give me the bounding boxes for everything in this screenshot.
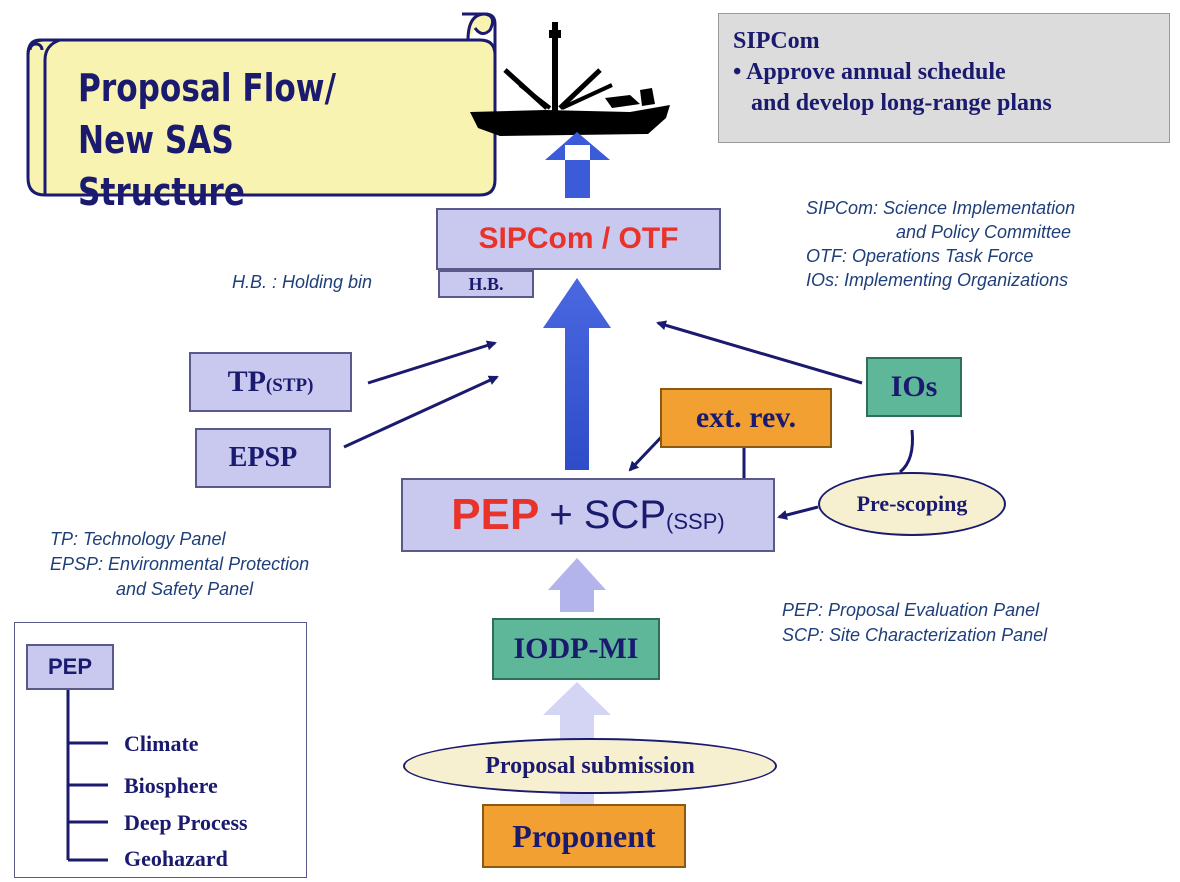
connector-arrows	[343, 320, 914, 520]
pep-def: PEP: Proposal Evaluation Panel	[782, 600, 1040, 620]
proposal-submission-label: Proposal submission	[485, 752, 695, 779]
tp-label: TP	[227, 365, 266, 398]
epsp-def-line-1: EPSP: Environmental Protection	[50, 554, 310, 574]
pep-tree-panel	[14, 622, 307, 878]
title-scroll	[26, 12, 497, 197]
tp-def: TP: Technology Panel	[50, 529, 226, 549]
tp-box[interactable]: TP (STP)	[189, 352, 352, 412]
sipcom-panel-bullet-2: and develop long-range plans	[751, 90, 1052, 116]
sipcom-otf-box[interactable]: SIPCom / OTF	[436, 208, 721, 270]
sipcom-def-line-1: SIPCom: Science Implementation	[806, 198, 1076, 218]
pep-tree-child-deep-process: Deep Process	[124, 810, 248, 835]
pep-tree-child-geohazard: Geohazard	[124, 846, 228, 871]
external-review-label: ext. rev.	[695, 401, 797, 434]
scp-def: SCP: Site Characterization Panel	[782, 625, 1048, 645]
definitions-lower-right: PEP: Proposal Evaluation Panel SCP: Site…	[782, 598, 1047, 648]
ios-box[interactable]: IOs	[866, 357, 962, 417]
page-title: Proposal Flow/ New SAS Structure	[78, 62, 478, 218]
iodp-mi-box[interactable]: IODP-MI	[492, 618, 660, 680]
epsp-box[interactable]: EPSP	[195, 428, 331, 488]
pep-tree-root[interactable]: PEP	[26, 644, 114, 690]
ios-label: IOs	[890, 370, 938, 403]
plus-scp-label: + SCP	[549, 492, 667, 537]
holding-bin-box[interactable]: H.B.	[438, 270, 534, 298]
pep-tree-child-biosphere: Biosphere	[124, 773, 218, 798]
ios-def: IOs: Implementing Organizations	[806, 270, 1069, 290]
pre-scoping-label: Pre-scoping	[856, 491, 968, 516]
ship-icon	[470, 22, 670, 136]
pep-tree-lines	[66, 690, 108, 862]
hb-note: H.B. : Holding bin	[232, 272, 373, 292]
epsp-label: EPSP	[228, 442, 298, 473]
pep-tree-child-climate: Climate	[124, 731, 199, 756]
tp-sub-label: (STP)	[265, 375, 314, 396]
pep-label: PEP	[451, 490, 540, 539]
title-line-1: Proposal Flow/	[78, 66, 336, 110]
definitions-left: TP: Technology Panel EPSP: Environmental…	[50, 527, 309, 602]
proponent-label: Proponent	[512, 817, 656, 854]
holding-bin-label: H.B.	[468, 273, 504, 294]
sipcom-def-line-2: and Policy Committee	[896, 222, 1072, 242]
sipcom-panel-bullet-1: • Approve annual schedule	[733, 59, 1006, 85]
pre-scoping-ellipse[interactable]: Pre-scoping	[818, 472, 1006, 536]
epsp-def-line-2: and Safety Panel	[116, 579, 254, 599]
sipcom-panel-heading: SIPCom	[733, 28, 820, 54]
sipcom-otf-label: SIPCom / OTF	[478, 222, 679, 255]
pep-scp-box[interactable]: PEP + SCP (SSP)	[401, 478, 775, 552]
title-line-2: New SAS Structure	[78, 118, 245, 214]
ssp-sub-label: (SSP)	[666, 509, 725, 534]
sipcom-panel: SIPCom • Approve annual schedule and dev…	[718, 13, 1170, 143]
otf-def: OTF: Operations Task Force	[806, 246, 1034, 266]
external-review-box[interactable]: ext. rev.	[660, 388, 832, 448]
definitions-upper: SIPCom: Science Implementation and Polic…	[806, 196, 1075, 292]
pep-tree-root-label: PEP	[47, 654, 93, 679]
proponent-box[interactable]: Proponent	[482, 804, 686, 868]
iodp-mi-label: IODP-MI	[513, 632, 639, 665]
proposal-submission-ellipse[interactable]: Proposal submission	[403, 738, 777, 794]
